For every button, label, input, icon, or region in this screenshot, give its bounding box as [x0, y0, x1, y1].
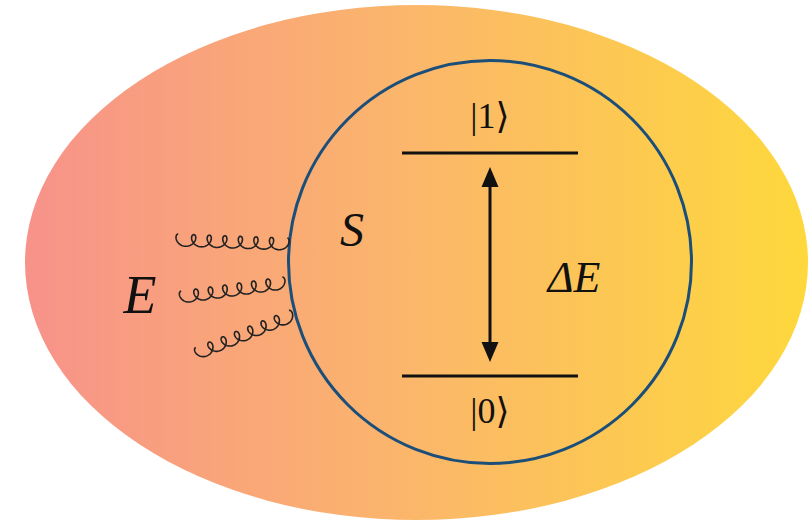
energy-gap-label: ΔE	[548, 256, 601, 300]
system-boundary	[289, 61, 692, 464]
arrow-head	[482, 342, 499, 362]
state-label: |1⟩	[470, 98, 509, 134]
arrow-head	[482, 167, 499, 187]
system-label: S	[340, 206, 364, 254]
energy-level-upper	[402, 152, 578, 155]
coupling-coil	[179, 277, 285, 302]
energy-gap-arrow	[489, 180, 492, 350]
environment-label: E	[124, 268, 157, 322]
coupling-coil	[195, 310, 293, 356]
environment-region	[25, 5, 808, 520]
environment-ellipse: ES	[25, 5, 808, 520]
state-label: |0⟩	[470, 393, 509, 429]
coupling-coils	[176, 234, 293, 357]
coupling-coil	[176, 234, 289, 250]
energy-level-lower	[402, 375, 578, 378]
